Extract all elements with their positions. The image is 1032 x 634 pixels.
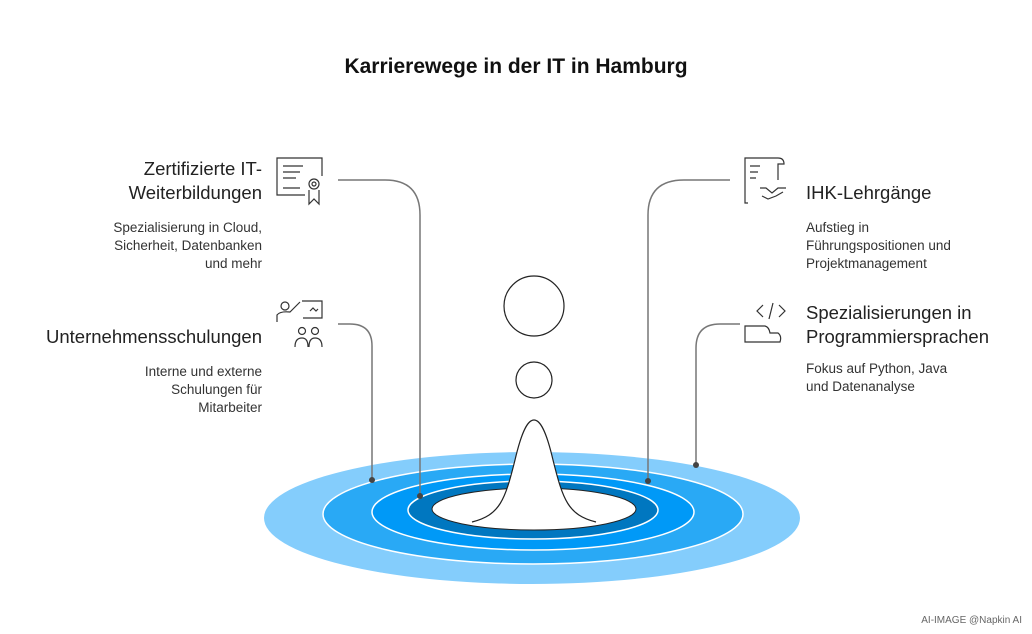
desc-line: Projektmanagement — [806, 256, 927, 271]
diagram-title: Karrierewege in der IT in Hamburg — [344, 55, 688, 78]
contract-handshake-icon — [744, 157, 786, 204]
drop-circle-small — [515, 361, 553, 399]
heading-line: Zertifizierte IT- — [143, 158, 262, 179]
connector-dot-4 — [693, 462, 699, 468]
drop-circle-large — [503, 275, 565, 337]
desc-line: Führungspositionen und — [806, 238, 951, 253]
item-desc-ihk: Aufstieg in Führungspositionen und Proje… — [806, 219, 951, 273]
item-desc-programming: Fokus auf Python, Java und Datenanalyse — [806, 360, 947, 396]
heading-line: Unternehmensschulungen — [46, 326, 262, 347]
presentation-training-icon — [276, 300, 323, 348]
water-drop-splash — [471, 419, 597, 523]
connector-line-3 — [647, 179, 730, 481]
heading-line: Weiterbildungen — [128, 182, 262, 203]
heading-line: Programmiersprachen — [806, 326, 990, 347]
item-heading-ihk: IHK-Lehrgänge — [806, 181, 931, 205]
desc-line: Schulungen für — [171, 382, 262, 397]
code-laptop-icon — [744, 302, 786, 343]
connector-dot-1 — [417, 493, 423, 499]
desc-line: Mitarbeiter — [198, 400, 262, 415]
connector-line-2 — [338, 323, 373, 480]
footer-credit: AI-IMAGE @Napkin AI — [921, 615, 1022, 626]
heading-line: Spezialisierungen in — [806, 302, 972, 323]
certificate-icon — [276, 157, 323, 206]
desc-line: und mehr — [204, 256, 262, 271]
connector-line-4 — [695, 323, 740, 465]
desc-line: Aufstieg in — [806, 220, 870, 235]
item-heading-company-training: Unternehmensschulungen — [46, 325, 262, 349]
desc-line: und Datenanalyse — [806, 379, 915, 394]
item-desc-certifications: Spezialisierung in Cloud, Sicherheit, Da… — [113, 219, 262, 273]
heading-line: IHK-Lehrgänge — [806, 182, 932, 203]
connector-dot-3 — [645, 478, 651, 484]
connector-dot-2 — [369, 477, 375, 483]
item-heading-certifications: Zertifizierte IT- Weiterbildungen — [129, 157, 262, 205]
desc-line: Sicherheit, Datenbanken — [114, 238, 262, 253]
item-desc-company-training: Interne und externe Schulungen für Mitar… — [145, 363, 262, 417]
desc-line: Fokus auf Python, Java — [806, 361, 948, 376]
connector-line-1 — [338, 179, 421, 496]
desc-line: Spezialisierung in Cloud, — [113, 220, 262, 235]
desc-line: Interne und externe — [144, 364, 262, 379]
item-heading-programming: Spezialisierungen in Programmiersprachen — [806, 301, 989, 349]
